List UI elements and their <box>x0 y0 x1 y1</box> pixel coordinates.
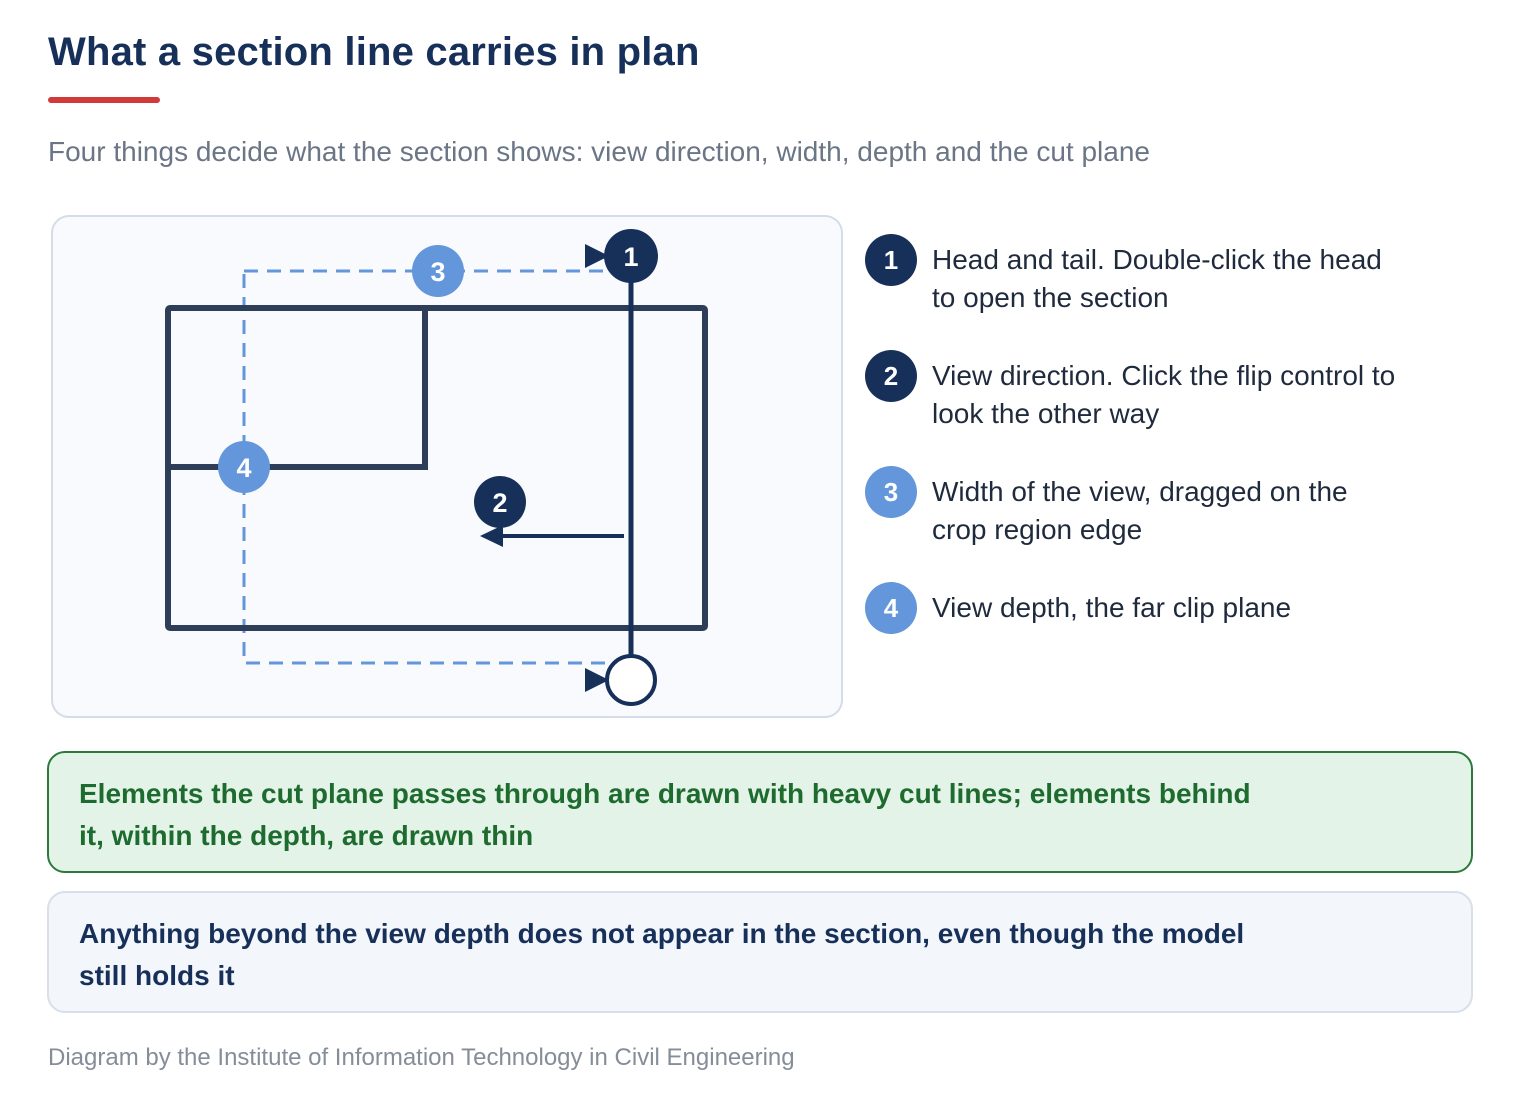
note-view-depth: Anything beyond the view depth does not … <box>47 891 1473 1013</box>
legend-text: View direction. Click the flip control t… <box>932 360 1396 429</box>
legend-badge: 2 <box>865 350 917 402</box>
diagram-panel <box>51 215 843 718</box>
credit-line: Diagram by the Institute of Information … <box>48 1044 795 1071</box>
note-cut-plane-text: Elements the cut plane passes through ar… <box>79 778 1251 851</box>
page-subtitle: Four things decide what the section show… <box>48 136 1150 167</box>
legend-badge: 3 <box>865 466 917 518</box>
legend-item-head-tail: 1 Head and tail. Double-click the head t… <box>865 234 1402 317</box>
legend-text: Width of the view, dragged on the crop r… <box>932 476 1348 545</box>
legend-item-view-depth: 4 View depth, the far clip plane <box>865 582 1402 634</box>
legend-text: Head and tail. Double-click the head to … <box>932 244 1382 313</box>
legend-item-view-width: 3 Width of the view, dragged on the crop… <box>865 466 1402 549</box>
legend-item-view-direction: 2 View direction. Click the flip control… <box>865 350 1402 433</box>
title-underline <box>48 97 160 103</box>
note-view-depth-text: Anything beyond the view depth does not … <box>79 918 1245 991</box>
legend-badge: 4 <box>865 582 917 634</box>
legend-badge: 1 <box>865 234 917 286</box>
page-title: What a section line carries in plan <box>48 30 700 74</box>
note-cut-plane: Elements the cut plane passes through ar… <box>47 751 1473 873</box>
legend-text: View depth, the far clip plane <box>932 592 1292 623</box>
